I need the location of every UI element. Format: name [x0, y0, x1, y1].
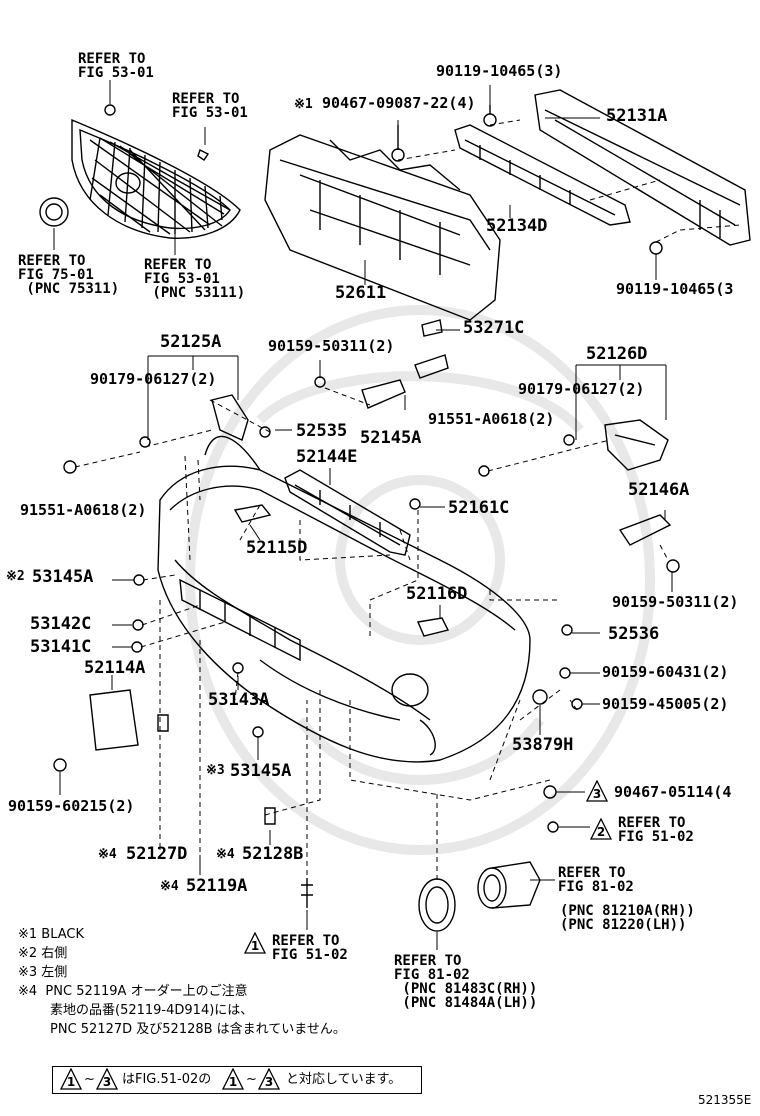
footnote-4-line-3: PNC 52127D 及び52128B は含まれていません。	[50, 1022, 346, 1037]
part-number-52611: 52611	[335, 283, 387, 303]
refer-fig-81-02-label: REFER TO FIG 81-02 (PNC 81483C(RH)) (PNC…	[394, 953, 538, 1011]
part-number-53145A: 53145A	[32, 567, 94, 587]
triangle-3-icon: 3	[95, 1067, 119, 1090]
note-mark: ※3	[206, 763, 225, 778]
side-support-right	[618, 514, 672, 546]
retainer-clip-right	[417, 617, 450, 637]
part-number-90159-50311: 90159-50311(2)	[268, 337, 395, 355]
part-number-52134D: 52134D	[486, 216, 548, 236]
note-mark: ※1	[294, 97, 313, 112]
footnote-4: ※4 PNC 52119A オーダー上のご注意	[18, 984, 248, 999]
part-number-52114A: 52114A	[84, 658, 146, 678]
part-number-52127D: 52127D	[126, 844, 188, 864]
triangle-1-icon: 1	[243, 931, 267, 954]
part-number-53143A: 53143A	[208, 690, 270, 710]
triangle-3-icon: 3	[585, 779, 609, 802]
legend-text-1: はFIG.51-02の	[122, 1072, 212, 1087]
part-number-91551-A0618: 91551-A0618(2)	[20, 501, 147, 519]
fog-lamp-pnc-label: (PNC 81210A(RH)) (PNC 81220(LH))	[560, 903, 695, 933]
refer-fig-53-01-label: REFER TO FIG 53-01	[172, 91, 248, 121]
footnote-4-line-2: 素地の品番(52119-4D914)には、	[50, 1003, 254, 1018]
note-mark: ※4	[216, 847, 235, 862]
upper-retainer	[284, 469, 411, 556]
part-number-53141C: 53141C	[30, 637, 92, 657]
footnote-1: ※1 BLACK	[18, 927, 85, 942]
refer-fig-53-01-label: REFER TO FIG 53-01	[78, 51, 154, 81]
tilde: ~	[84, 1072, 95, 1087]
fastener-icons	[53, 376, 680, 908]
triangle-2-icon: 2	[589, 817, 613, 840]
part-number-52128B: 52128B	[242, 844, 304, 864]
footnote-3: ※3 左側	[18, 965, 68, 980]
side-support-left	[361, 379, 406, 409]
note-mark: ※2	[6, 569, 25, 584]
part-number-90179-06127: 90179-06127(2)	[518, 380, 645, 398]
bolt-icon	[649, 241, 663, 255]
triangle-1-icon: 1	[221, 1067, 245, 1090]
radiator-grille	[71, 118, 241, 239]
bumper-retainer	[454, 124, 631, 226]
energy-absorber	[264, 134, 501, 321]
refer-fig-75-01-label: REFER TO FIG 75-01 (PNC 75311)	[18, 253, 120, 297]
part-number-52119A: 52119A	[186, 876, 248, 896]
part-number-52125A: 52125A	[160, 332, 222, 352]
part-number-52161C: 52161C	[448, 498, 510, 518]
part-number-52535: 52535	[296, 421, 348, 441]
bumper-reinforcement	[534, 89, 751, 246]
part-number-90179-06127: 90179-06127(2)	[90, 370, 217, 388]
part-number-90159-45005: 90159-45005(2)	[602, 695, 729, 713]
bumper-bracket-left	[211, 394, 249, 441]
triangle-correspondence-note	[52, 1066, 422, 1094]
part-number-91551-A0618: 91551-A0618(2)	[428, 410, 555, 428]
part-number-52116D: 52116D	[406, 584, 468, 604]
part-number-90159-60215: 90159-60215(2)	[8, 797, 135, 815]
refer-fig-81-02-label: REFER TO FIG 81-02	[558, 865, 634, 895]
bumper-bracket-right	[604, 419, 669, 471]
part-number-52146A: 52146A	[628, 480, 690, 500]
part-number-53879H: 53879H	[512, 735, 574, 755]
refer-fig-53-01-label: REFER TO FIG 53-01 (PNC 53111)	[144, 257, 246, 301]
retainer-clip-left	[233, 504, 272, 523]
refer-fig-51-02-label: REFER TO FIG 51-02	[618, 815, 694, 845]
part-number-90159-50311: 90159-50311(2)	[612, 593, 739, 611]
watermark-emblem	[185, 305, 655, 855]
fog-lamp	[477, 861, 541, 909]
part-number-52115D: 52115D	[246, 538, 308, 558]
footnote-2: ※2 右側	[18, 946, 68, 961]
part-number-90119-10465: 90119-10465(3	[616, 280, 734, 298]
part-number-53271C: 53271C	[463, 318, 525, 338]
triangle-1-icon: 1	[59, 1067, 83, 1090]
emblem	[39, 197, 69, 227]
note-mark: ※4	[160, 879, 179, 894]
bumper-bracket-center	[414, 319, 449, 379]
clip-icon	[104, 104, 116, 116]
part-number-90119-10465: 90119-10465(3)	[436, 62, 563, 80]
part-number-53142C: 53142C	[30, 614, 92, 634]
front-bumper-cover	[157, 435, 531, 763]
part-number-53145A: 53145A	[230, 761, 292, 781]
tilde: ~	[246, 1072, 257, 1087]
screw-icon	[197, 149, 210, 161]
license-plate-bracket	[89, 689, 139, 751]
legend-text-2: と対応しています。	[286, 1072, 402, 1087]
part-number-52536: 52536	[608, 624, 660, 644]
part-number-90159-60431: 90159-60431(2)	[602, 663, 729, 681]
label-leaders	[53, 80, 673, 950]
part-number-52144E: 52144E	[296, 447, 358, 467]
part-number-90467-05114: 90467-05114(4	[614, 783, 732, 801]
part-number-52145A: 52145A	[360, 428, 422, 448]
diagram-code: 521355E	[698, 1093, 752, 1107]
part-number-90467-09087: 90467-09087-22(4)	[322, 94, 476, 112]
part-number-52126D: 52126D	[586, 344, 648, 364]
part-number-52131A: 52131A	[606, 106, 668, 126]
refer-fig-51-02-label: REFER TO FIG 51-02	[272, 933, 348, 963]
triangle-3-icon: 3	[257, 1067, 281, 1090]
note-mark: ※4	[98, 847, 117, 862]
fog-lamp-cover	[418, 878, 456, 932]
